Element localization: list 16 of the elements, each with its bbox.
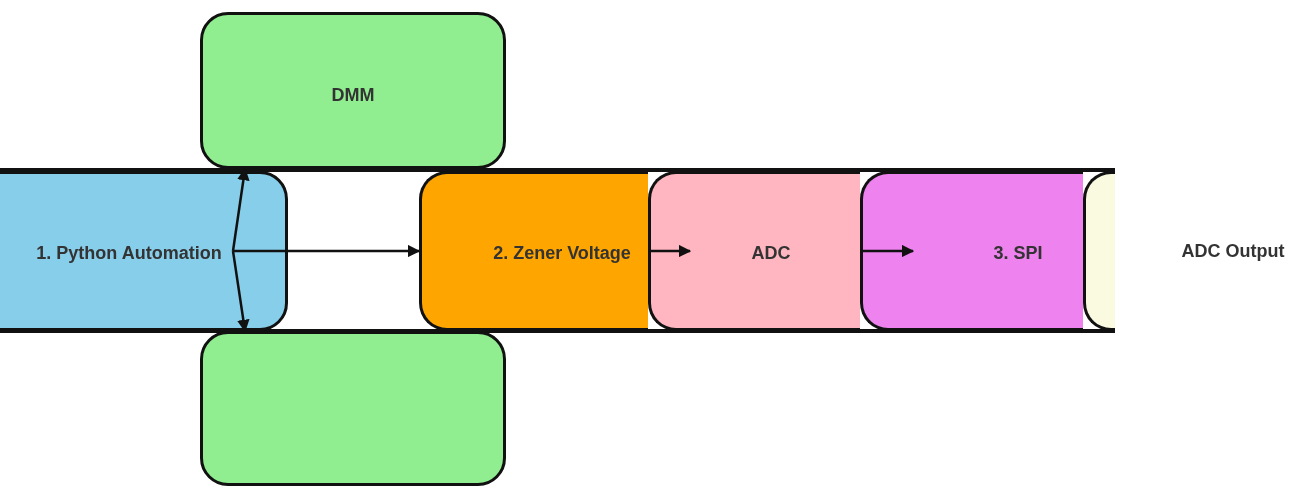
process-box	[200, 12, 506, 169]
node-label: 1. Python Automation	[36, 242, 222, 264]
process-box	[200, 331, 506, 486]
node-label: ADC Output	[1181, 240, 1285, 262]
node-label: 3. SPI	[993, 242, 1043, 264]
process-box	[0, 171, 288, 331]
process-box	[419, 171, 648, 331]
arrow	[233, 244, 421, 258]
node-label: ADC	[751, 242, 791, 264]
node-label: DMM	[331, 84, 375, 106]
node-label: 2. Zener Voltage	[493, 242, 631, 264]
process-box	[860, 171, 1083, 331]
process-box	[1083, 171, 1115, 331]
arrow	[648, 244, 692, 258]
process-box	[648, 171, 860, 331]
arrow	[860, 244, 915, 258]
